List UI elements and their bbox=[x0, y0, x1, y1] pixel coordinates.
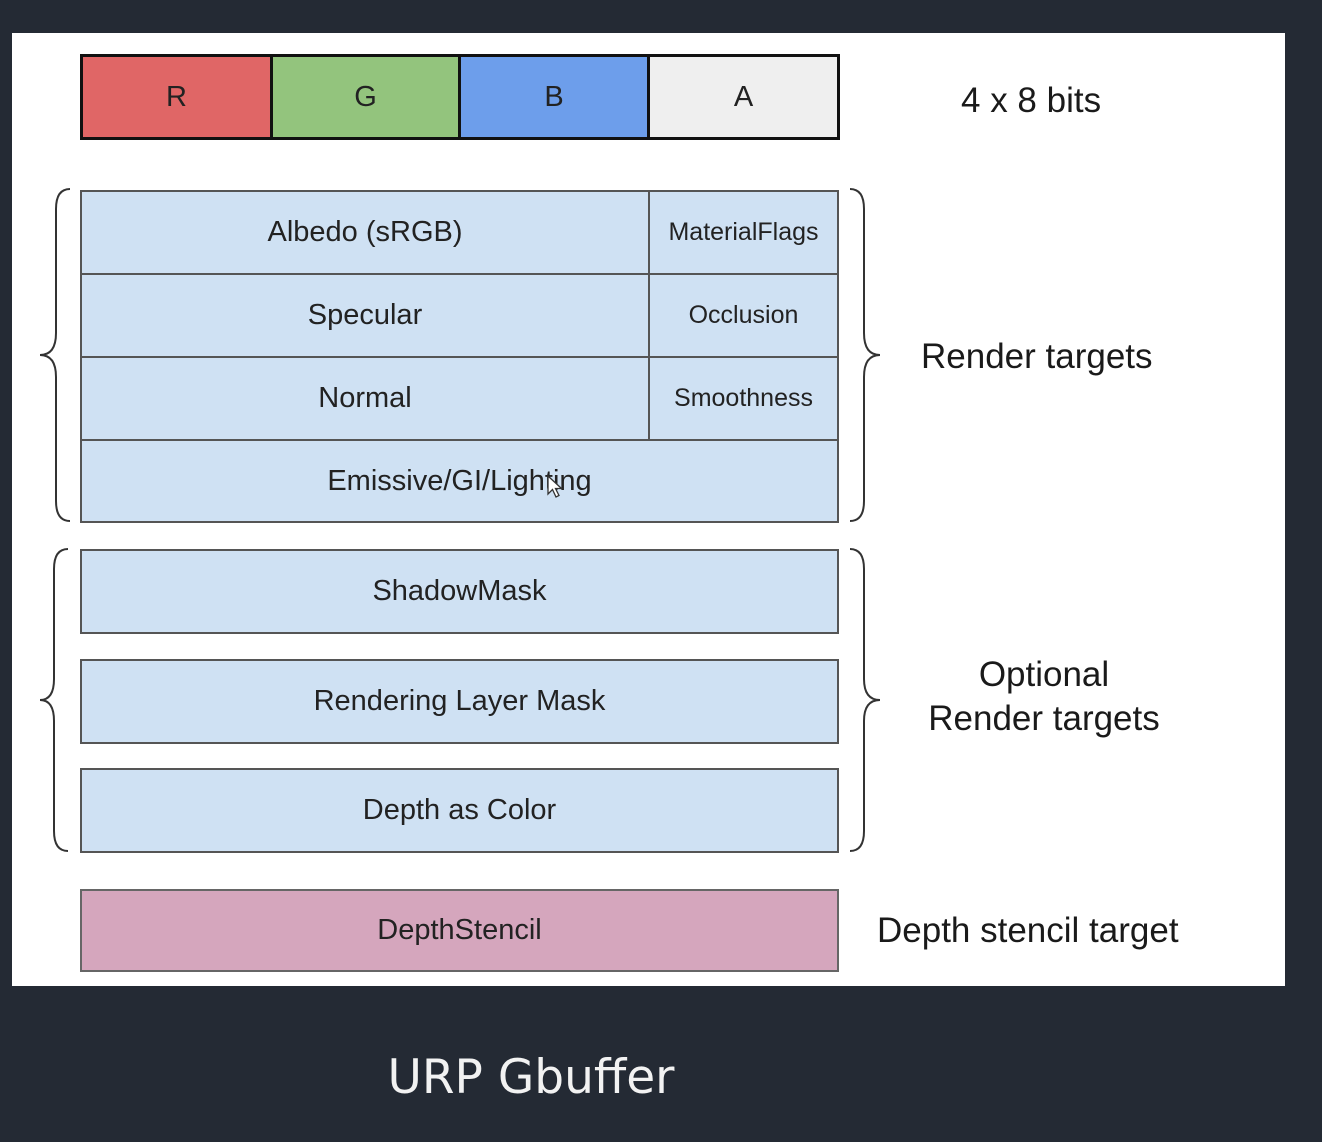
depth-as-color-cell: Depth as Color bbox=[80, 768, 839, 853]
depth-stencil-label: Depth stencil target bbox=[877, 911, 1179, 950]
channel-a: A bbox=[647, 54, 840, 140]
mouse-cursor-icon bbox=[547, 474, 564, 498]
optional-label-line1: Optional bbox=[978, 655, 1110, 694]
normal-cell: Normal bbox=[80, 356, 650, 441]
render-targets-label: Render targets bbox=[921, 337, 1153, 376]
albedo-cell: Albedo (sRGB) bbox=[80, 190, 650, 275]
render-targets-right-brace bbox=[849, 188, 881, 522]
channel-g: G bbox=[270, 54, 461, 140]
specular-cell: Specular bbox=[80, 273, 650, 358]
rendering-layer-mask-cell: Rendering Layer Mask bbox=[80, 659, 839, 744]
channel-b: B bbox=[458, 54, 650, 140]
optional-targets-label: Optional Render targets bbox=[921, 653, 1167, 741]
channel-r: R bbox=[80, 54, 273, 140]
slide-caption: URP Gbuffer bbox=[387, 1050, 675, 1105]
bits-label: 4 x 8 bits bbox=[961, 81, 1102, 120]
emissive-cell: Emissive/GI/Lighting bbox=[80, 439, 839, 523]
smoothness-cell: Smoothness bbox=[648, 356, 839, 441]
shadowmask-cell: ShadowMask bbox=[80, 549, 839, 634]
diagram-panel: R G B A 4 x 8 bits Albedo (sRGB) Materia… bbox=[12, 33, 1285, 986]
depth-stencil-cell: DepthStencil bbox=[80, 889, 839, 972]
occlusion-cell: Occlusion bbox=[648, 273, 839, 358]
optional-label-line2: Render targets bbox=[928, 699, 1160, 738]
material-flags-cell: MaterialFlags bbox=[648, 190, 839, 275]
optional-targets-right-brace bbox=[849, 548, 881, 852]
render-targets-left-brace bbox=[39, 188, 71, 522]
optional-targets-left-brace bbox=[39, 548, 69, 852]
